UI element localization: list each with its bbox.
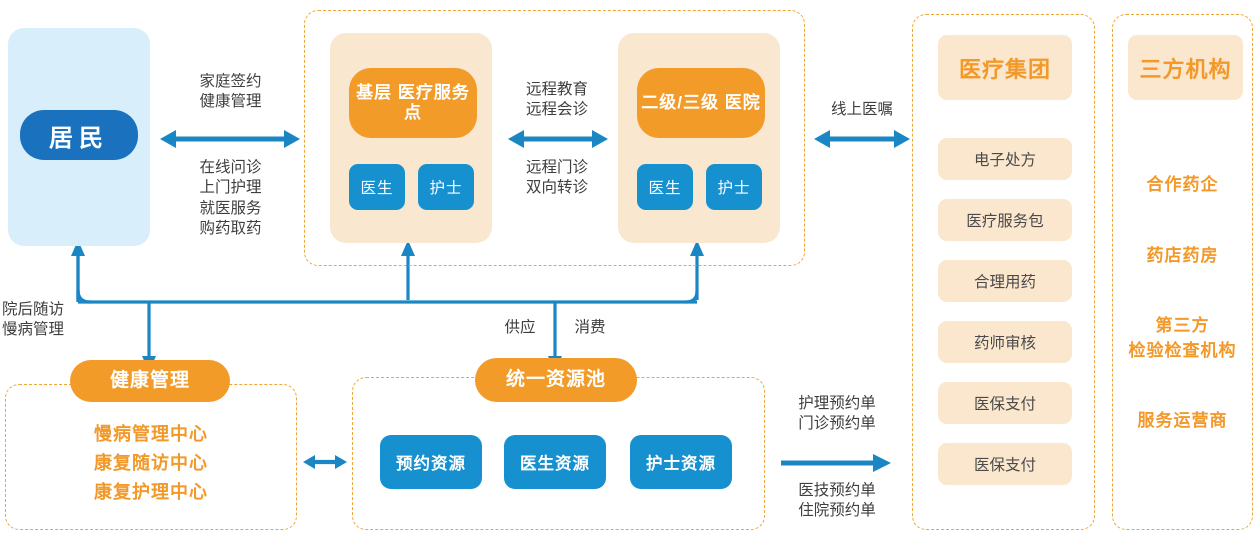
primary-care-card[interactable] xyxy=(330,33,492,243)
resource-pool-item[interactable]: 医生资源 xyxy=(504,435,606,489)
label-consume: 消费 xyxy=(574,319,606,336)
health-management-item[interactable]: 康复随访中心 xyxy=(94,453,208,474)
health-management-item[interactable]: 康复护理中心 xyxy=(94,482,208,503)
health-management-items: 慢病管理中心 康复随访中心 康复护理中心 xyxy=(20,420,282,507)
hospital-title[interactable]: 二级/三级 医院 xyxy=(637,68,765,138)
medical-zone-container xyxy=(304,10,805,266)
third-party-item[interactable]: 第三方 检验检查机构 xyxy=(1128,316,1237,361)
medical-group-item[interactable]: 合理用药 xyxy=(938,260,1072,302)
resident-pill[interactable]: 居民 xyxy=(20,110,138,160)
label-online-order: 线上医嘱 xyxy=(830,101,893,118)
medical-group-item[interactable]: 药师审核 xyxy=(938,321,1072,363)
resource-pool-item[interactable]: 预约资源 xyxy=(380,435,482,489)
third-party-item[interactable]: 药店药房 xyxy=(1146,246,1219,265)
third-party-container xyxy=(1112,14,1253,530)
medical-group-item[interactable]: 电子处方 xyxy=(938,138,1072,180)
label-resident-zone-top: 家庭签约 健康管理 xyxy=(199,73,262,111)
label-post-discharge: 院后随访 慢病管理 xyxy=(2,301,65,339)
hospital-role-nurse[interactable]: 护士 xyxy=(706,164,762,210)
label-order-top: 护理预约单 门诊预约单 xyxy=(798,395,876,433)
third-party-header: 三方机构 xyxy=(1128,35,1243,100)
arrow-pool-group xyxy=(781,454,891,472)
resource-pool-title[interactable]: 统一资源池 xyxy=(475,358,637,402)
label-zone-bottom: 远程门诊 双向转诊 xyxy=(525,159,588,197)
third-party-item[interactable]: 合作药企 xyxy=(1146,175,1219,194)
label-resident-zone-bottom: 在线问诊 上门护理 就医服务 购药取药 xyxy=(199,159,262,238)
label-supply: 供应 xyxy=(504,319,536,336)
primary-role-nurse[interactable]: 护士 xyxy=(418,164,474,210)
medical-group-container xyxy=(912,14,1095,530)
medical-group-item[interactable]: 医疗服务包 xyxy=(938,199,1072,241)
medical-group-item[interactable]: 医保支付 xyxy=(938,382,1072,424)
hospital-card[interactable] xyxy=(618,33,780,243)
label-zone-top: 远程教育 远程会诊 xyxy=(525,81,588,119)
medical-group-item[interactable]: 医保支付 xyxy=(938,443,1072,485)
health-management-item[interactable]: 慢病管理中心 xyxy=(94,424,208,444)
label-order-bottom: 医技预约单 住院预约单 xyxy=(798,482,876,520)
medical-group-header: 医疗集团 xyxy=(938,35,1072,100)
resource-pool-item[interactable]: 护士资源 xyxy=(630,435,732,489)
primary-role-doctor[interactable]: 医生 xyxy=(349,164,405,210)
primary-care-title[interactable]: 基层 医疗服务点 xyxy=(349,68,477,138)
health-management-title[interactable]: 健康管理 xyxy=(70,360,230,402)
third-party-item[interactable]: 服务运营商 xyxy=(1137,411,1228,430)
hospital-role-doctor[interactable]: 医生 xyxy=(637,164,693,210)
arrow-primary-hospital xyxy=(508,130,608,148)
arrow-zone-group xyxy=(814,130,910,148)
arrow-health-pool xyxy=(303,455,347,469)
arrow-resident-zone xyxy=(160,130,300,148)
